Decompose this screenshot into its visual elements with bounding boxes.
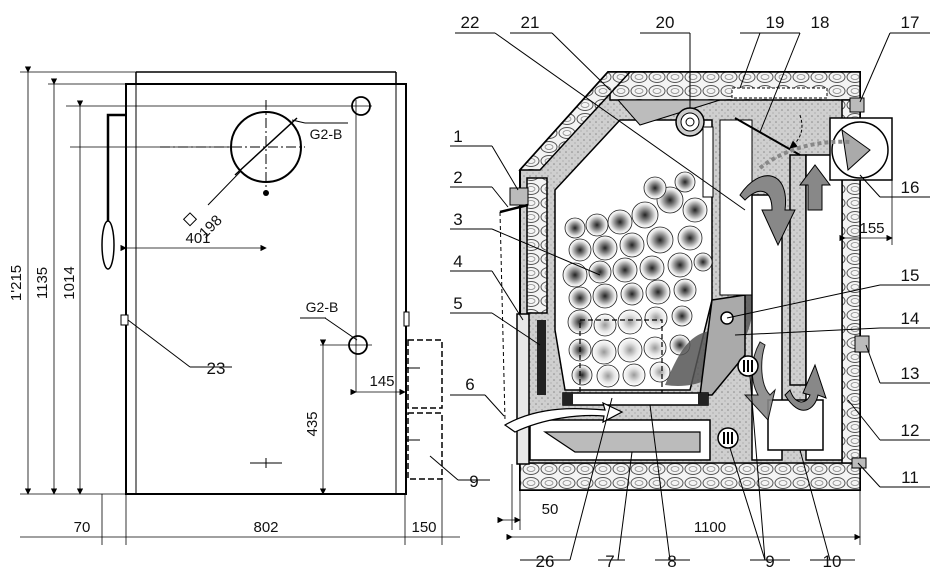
callout-5: 5 <box>453 294 462 313</box>
callout-13: 13 <box>901 364 920 383</box>
door-handle <box>106 113 126 225</box>
callout-23: 23 <box>207 359 226 378</box>
front-insulation <box>526 177 548 314</box>
nozzle-block <box>699 294 746 396</box>
callout-20: 20 <box>656 13 675 32</box>
bottom-insulation <box>519 462 861 491</box>
dim-right-margin: 150 <box>411 519 436 536</box>
firewood-logs <box>562 171 713 388</box>
callout-3: 3 <box>453 210 462 229</box>
slanted-insulation <box>518 71 632 171</box>
dim-height-1135: 1135 <box>34 267 51 299</box>
callout-9-section: 9 <box>765 552 774 571</box>
front-view: 1'215 1135 1014 401 198 G2-B G2-B 145 43… <box>8 66 490 545</box>
safety-coil <box>675 107 705 137</box>
dim-overall-height: 1'215 <box>8 265 25 301</box>
callout-4: 4 <box>453 252 462 271</box>
primary-air-arrow <box>503 401 624 433</box>
connection-lower-label: G2-B <box>306 299 339 315</box>
callout-18: 18 <box>811 13 830 32</box>
flow-arrows <box>739 164 831 422</box>
callout-16: 16 <box>901 178 920 197</box>
callout-10: 10 <box>823 552 842 571</box>
grate <box>562 392 709 406</box>
callout-12: 12 <box>901 421 920 440</box>
dim-left-margin: 70 <box>74 519 91 536</box>
callout-15: 15 <box>901 266 920 285</box>
callout-1: 1 <box>453 127 462 146</box>
dim-width: 802 <box>253 519 278 536</box>
callout-8: 8 <box>667 552 676 571</box>
cleaning-chamber <box>767 399 824 451</box>
dim-rear-offset: 155 <box>859 220 884 237</box>
callout-9-front: 9 <box>469 472 478 491</box>
callout-2: 2 <box>453 168 462 187</box>
dim-flue-offset: 401 <box>185 230 210 247</box>
air-inlet-symbols <box>717 355 759 449</box>
callout-6: 6 <box>465 375 474 394</box>
dim-depth: 1100 <box>694 519 726 536</box>
poker-tool <box>101 220 115 270</box>
callout-7: 7 <box>605 552 614 571</box>
dim-front-offset: 50 <box>542 501 559 518</box>
callout-19: 19 <box>766 13 785 32</box>
callout-11: 11 <box>901 468 919 487</box>
component-9-lower <box>407 412 443 480</box>
dim-return-height: 435 <box>304 411 321 436</box>
callout-22: 22 <box>461 13 480 32</box>
connection-upper-label: G2-B <box>310 126 343 142</box>
ash-pan <box>543 431 701 453</box>
section-view: 1100 50 155 1 2 3 4 5 6 7 8 9 10 11 12 1… <box>450 13 930 571</box>
callout-21: 21 <box>521 13 540 32</box>
dim-height-1014: 1014 <box>61 266 78 299</box>
component-9-upper <box>407 339 443 409</box>
flue-damper <box>734 117 801 156</box>
callout-17: 17 <box>901 13 920 32</box>
callout-26: 26 <box>536 552 555 571</box>
callout-14: 14 <box>901 309 920 328</box>
dim-connection-offset: 145 <box>369 373 394 390</box>
